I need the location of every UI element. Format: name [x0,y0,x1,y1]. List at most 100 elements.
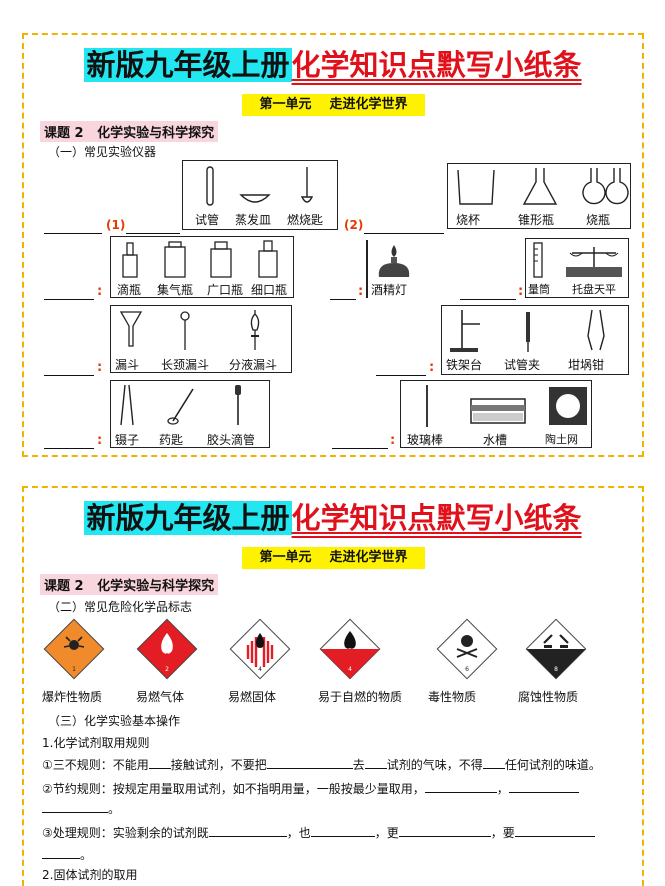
toxic-skull-icon: 6 [436,618,498,680]
instrument-label: 胶头滴管 [207,433,256,447]
alcohol-lamp-icon [378,245,410,277]
stand-clamp-tongs-icon [450,309,605,352]
section-heading-hazard: （二）常见危险化学品标志 [48,600,193,614]
hazard-label: 毒性物质 [428,690,477,704]
instrument-box-6: 漏斗 长颈漏斗 分液漏斗 [110,305,292,373]
answer-blank[interactable] [44,299,94,300]
instrument-label: 铁架台 [446,358,483,372]
colon-mark: : [358,284,364,299]
worksheet-title: 新版九年级上册化学知识点默写小纸条 [84,501,582,535]
answer-blank[interactable] [126,233,180,234]
svg-text:4: 4 [258,666,262,673]
instrument-label: 坩埚钳 [568,358,605,372]
tweezers-spatula-dropper-icon [120,384,241,426]
section-heading-instruments: （一）常见实验仪器 [48,145,157,159]
instrument-box-1: 试管 蒸发皿 燃烧匙 [182,160,338,230]
instrument-label: 漏斗 [115,358,140,372]
flammable-solid-icon: 4 [229,618,291,680]
instrument-label: 水槽 [483,433,508,447]
rule-economy-cont: 。 [42,800,120,817]
cylinder-balance-icon [533,242,622,278]
instrument-label: 玻璃棒 [407,433,444,447]
instrument-label: 广口瓶 [207,283,244,297]
answer-blank[interactable] [364,233,444,234]
instrument-label: 燃烧匙 [287,213,324,227]
answer-blank[interactable] [44,233,102,234]
rule-economy: ②节约规则：按规定用量取用试剂，如不指明用量，一般按最少量取用，， [42,780,579,797]
reagent-bottles-icon [122,240,278,278]
instrument-label: 镊子 [115,433,140,447]
instrument-label: 滴瓶 [117,283,142,297]
flammable-gas-icon: 2 [136,618,198,680]
answer-blank[interactable] [148,757,171,769]
worksheet-card-instruments: 新版九年级上册化学知识点默写小纸条 第一单元 走进化学世界 课题 2 化学实验与… [22,33,644,457]
colon-mark: : [97,284,103,299]
instrument-label: 托盘天平 [572,283,616,296]
instrument-box-2: 烧杯 锥形瓶 烧瓶 [447,163,631,229]
rule-disposal: ③处理规则：实验剩余的试剂既，也，更，要 [42,824,595,841]
instrument-label: 细口瓶 [251,283,288,297]
unit-heading: 第一单元 走进化学世界 [242,94,425,116]
instrument-box-8: 镊子 药匙 胶头滴管 [110,380,270,448]
answer-blank[interactable] [310,825,375,837]
colon-mark: : [390,433,396,448]
answer-blank[interactable] [266,757,353,769]
rod-trough-gauze-icon [426,385,587,427]
answer-blank[interactable] [42,847,80,859]
rule-three-no: ①三不规则：不能用接触试剂，不要把去试剂的气味，不得任何试剂的味道。 [42,757,601,772]
beaker-flask-icon [457,168,629,205]
answer-blank[interactable] [482,757,505,769]
answer-blank[interactable] [460,299,516,300]
instrument-label: 长颈漏斗 [161,358,210,372]
answer-blank[interactable] [332,448,388,449]
rule-heading: 1.化学试剂取用规则 [42,736,150,750]
hazard-label: 易燃气体 [136,690,185,704]
hazard-label: 腐蚀性物质 [518,690,579,704]
test-tube-dish-spoon-icon [206,166,314,206]
answer-blank[interactable] [514,825,595,837]
instrument-label: 蒸发皿 [235,213,272,227]
answer-blank[interactable] [376,375,426,376]
svg-text:2: 2 [165,666,169,673]
colon-mark: : [97,360,103,375]
colon-mark: : [518,284,524,299]
funnels-icon [119,310,260,350]
answer-blank[interactable] [208,825,287,837]
item-marker: (1) [106,218,126,232]
answer-blank[interactable] [42,801,108,813]
hazard-label: 爆炸性物质 [42,690,103,704]
section-heading-operations: （三）化学实验基本操作 [48,714,181,728]
svg-text:8: 8 [554,666,558,673]
worksheet-card-operations: 新版九年级上册化学知识点默写小纸条 第一单元 走进化学世界 课题 2 化学实验与… [22,486,644,886]
svg-text:1: 1 [72,666,76,673]
instrument-label: 酒精灯 [371,283,408,297]
instrument-box-7: 铁架台 试管夹 坩埚钳 [441,305,629,375]
instrument-label: 量筒 [528,283,550,296]
instrument-box-9: 玻璃棒 水槽 陶土网 [400,380,592,448]
answer-blank[interactable] [508,781,579,793]
instrument-label: 药匙 [159,433,184,447]
worksheet-title: 新版九年级上册化学知识点默写小纸条 [84,48,582,82]
svg-text:4: 4 [348,666,352,673]
answer-blank[interactable] [424,781,497,793]
instrument-box-4: 酒精灯 [366,240,410,298]
colon-mark: : [97,433,103,448]
answer-blank[interactable] [398,825,491,837]
answer-blank[interactable] [44,375,94,376]
solid-reagent-heading: 2.固体试剂的取用 [42,868,138,882]
answer-blank[interactable] [364,757,387,769]
answer-blank[interactable] [44,448,94,449]
answer-blank[interactable] [330,299,356,300]
lesson-heading: 课题 2 化学实验与科学探究 [40,574,219,595]
instrument-label: 集气瓶 [157,283,194,297]
instrument-box-3: 滴瓶 集气瓶 广口瓶 细口瓶 [110,236,294,298]
rule-disposal-cont: 。 [42,846,92,863]
explosive-hazard-icon: 1 [43,618,105,680]
spontaneous-combustion-icon: 4 [319,618,381,680]
instrument-label: 烧杯 [456,213,481,227]
item-marker: (2) [344,218,364,232]
lesson-heading: 课题 2 化学实验与科学探究 [40,121,219,142]
colon-mark: : [429,360,435,375]
instrument-label: 烧瓶 [586,213,611,227]
instrument-label: 锥形瓶 [518,213,555,227]
